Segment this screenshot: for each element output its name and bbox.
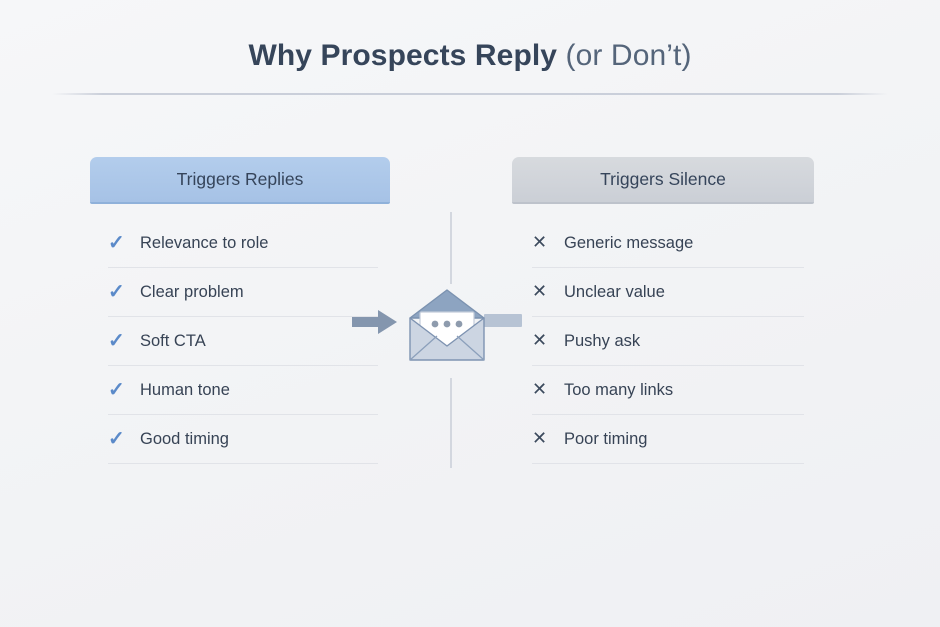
list-item-label: Unclear value xyxy=(564,282,665,301)
list-item-label: Clear problem xyxy=(140,282,244,301)
list-item-label: Poor timing xyxy=(564,429,648,448)
list-item-label: Generic message xyxy=(564,233,694,252)
list-item[interactable]: ✕ Pushy ask xyxy=(532,317,804,366)
list-item[interactable]: ✕ Too many links xyxy=(532,366,804,415)
open-envelope-icon xyxy=(409,289,485,361)
x-icon: ✕ xyxy=(532,428,548,449)
list-item[interactable]: ✓ Relevance to role xyxy=(108,219,378,268)
list-item[interactable]: ✕ Generic message xyxy=(532,219,804,268)
silence-list: ✕ Generic message ✕ Unclear value ✕ Push… xyxy=(512,219,814,464)
arrow-right-icon xyxy=(352,310,397,334)
page-title-strong: Why Prospects Reply xyxy=(248,39,558,72)
envelope-group xyxy=(352,282,522,378)
check-icon: ✓ xyxy=(108,379,125,401)
list-item[interactable]: ✓ Good timing xyxy=(108,415,378,464)
column-triggers-silence: Triggers Silence ✕ Generic message ✕ Unc… xyxy=(512,157,814,480)
list-item[interactable]: ✓ Soft CTA xyxy=(108,317,378,366)
center-divider-bottom xyxy=(450,378,452,468)
x-icon: ✕ xyxy=(532,281,548,302)
list-item[interactable]: ✕ Poor timing xyxy=(532,415,804,464)
list-item-label: Soft CTA xyxy=(140,331,206,350)
connector-bar-icon xyxy=(484,314,522,327)
column-header-silence: Triggers Silence xyxy=(512,157,814,204)
page-title-light: (or Don’t) xyxy=(557,39,692,72)
list-item[interactable]: ✓ Human tone xyxy=(108,366,378,415)
column-header-replies: Triggers Replies xyxy=(90,157,390,204)
x-icon: ✕ xyxy=(532,232,548,253)
replies-list: ✓ Relevance to role ✓ Clear problem ✓ So… xyxy=(90,219,390,464)
list-item-label: Human tone xyxy=(140,380,230,399)
page-title: Why Prospects Reply (or Don’t) xyxy=(0,36,940,76)
title-divider xyxy=(52,93,888,95)
center-divider-top xyxy=(450,212,452,284)
check-icon: ✓ xyxy=(108,281,125,303)
list-item[interactable]: ✕ Unclear value xyxy=(532,268,804,317)
check-icon: ✓ xyxy=(108,330,125,352)
x-icon: ✕ xyxy=(532,330,548,351)
check-icon: ✓ xyxy=(108,232,125,254)
check-icon: ✓ xyxy=(108,428,125,450)
column-triggers-replies: Triggers Replies ✓ Relevance to role ✓ C… xyxy=(90,157,390,480)
list-item-label: Too many links xyxy=(564,380,674,399)
list-item[interactable]: ✓ Clear problem xyxy=(108,268,378,317)
x-icon: ✕ xyxy=(532,379,548,400)
list-item-label: Good timing xyxy=(140,429,229,448)
list-item-label: Relevance to role xyxy=(140,233,269,252)
list-item-label: Pushy ask xyxy=(564,331,641,350)
